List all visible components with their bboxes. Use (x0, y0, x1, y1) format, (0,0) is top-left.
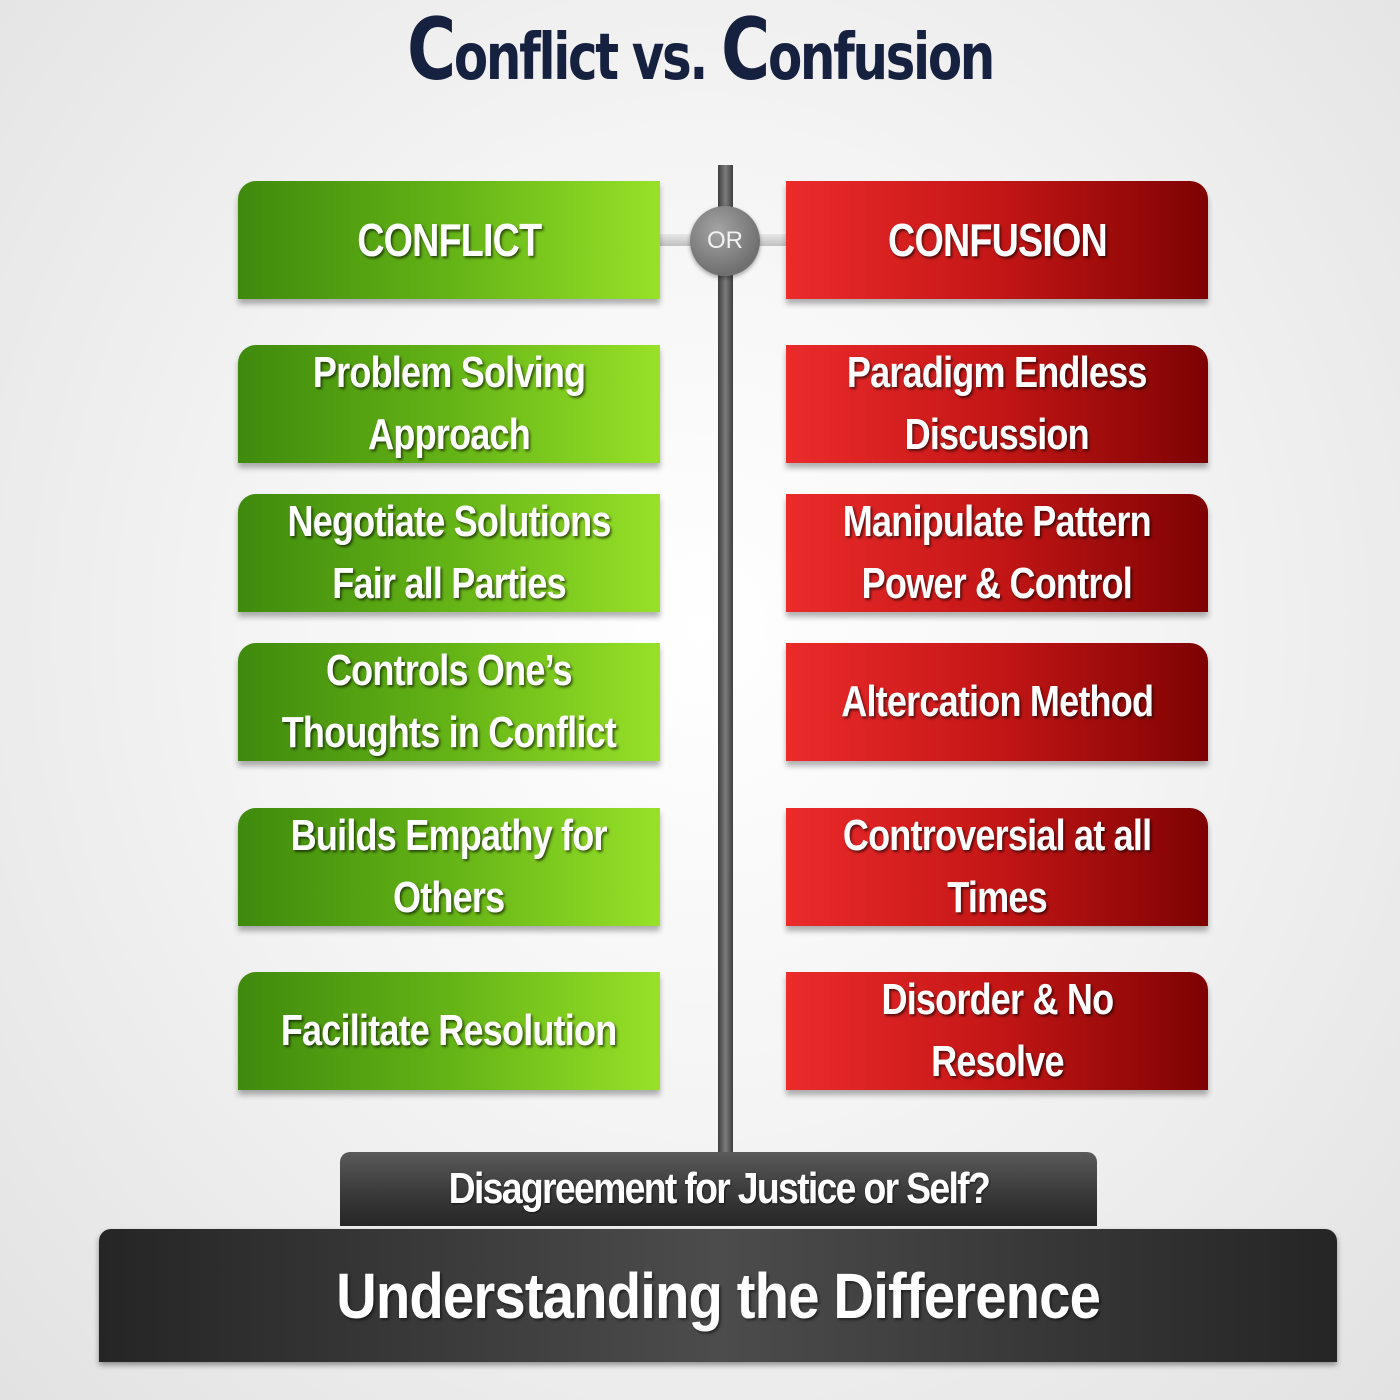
confusion-item-disorder: Disorder & No Resolve (786, 972, 1208, 1090)
confusion-header-label: CONFUSION (887, 214, 1108, 266)
confusion-item-line1: Manipulate Pattern (842, 497, 1152, 546)
or-circle: OR (690, 206, 760, 276)
center-divider-pole (718, 165, 733, 1155)
conflict-item-problem-solving: Problem Solving Approach (238, 345, 660, 463)
conflict-item-line1: Negotiate Solutions (287, 497, 611, 546)
confusion-item-manipulate: Manipulate Pattern Power & Control (786, 494, 1208, 612)
confusion-item-controversial: Controversial at all Times (786, 808, 1208, 926)
confusion-item-line1: Paradigm Endless (847, 348, 1148, 397)
title-initial-conflict: C (407, 0, 456, 100)
conflict-item-line2: Fair all Parties (332, 559, 566, 608)
conflict-header: CONFLICT (238, 181, 660, 299)
title-text-confusion: onfusion (767, 21, 995, 95)
or-label: OR (707, 227, 743, 254)
title-initial-confusion: C (721, 0, 770, 100)
title-text-conflict-vs: onflict vs. (453, 21, 722, 95)
conflict-item-line2: Approach (368, 410, 531, 459)
conflict-item-line2: Others (393, 873, 505, 922)
base-caption-bar: Understanding the Difference (99, 1229, 1337, 1362)
conflict-item-controls-thoughts: Controls One’s Thoughts in Conflict (238, 643, 660, 761)
conflict-item-line1: Facilitate Resolution (281, 1006, 617, 1055)
confusion-item-paradigm: Paradigm Endless Discussion (786, 345, 1208, 463)
confusion-item-line2: Power & Control (861, 559, 1133, 608)
conflict-item-line1: Problem Solving (312, 348, 586, 397)
base-caption-text: Understanding the Difference (336, 1259, 1101, 1332)
conflict-item-empathy: Builds Empathy for Others (238, 808, 660, 926)
confusion-item-line2: Discussion (904, 410, 1090, 459)
confusion-item-line1: Disorder & No (881, 975, 1114, 1024)
confusion-item-line2: Times (947, 873, 1047, 922)
conflict-header-label: CONFLICT (356, 214, 542, 266)
base-question-text: Disagreement for Justice or Self? (448, 1164, 990, 1213)
conflict-item-line1: Controls One’s (326, 646, 573, 695)
confusion-item-altercation: Altercation Method (786, 643, 1208, 761)
base-question-bar: Disagreement for Justice or Self? (340, 1152, 1097, 1226)
confusion-item-line2: Resolve (930, 1037, 1064, 1086)
conflict-item-facilitate: Facilitate Resolution (238, 972, 660, 1090)
conflict-item-line1: Builds Empathy for (290, 811, 608, 860)
confusion-item-line1: Altercation Method (841, 677, 1154, 726)
conflict-item-negotiate: Negotiate Solutions Fair all Parties (238, 494, 660, 612)
confusion-header: CONFUSION (786, 181, 1208, 299)
conflict-item-line2: Thoughts in Conflict (281, 708, 617, 757)
page-title: Conflict vs. Confusion (154, 0, 1246, 100)
confusion-item-line1: Controversial at all (842, 811, 1152, 860)
